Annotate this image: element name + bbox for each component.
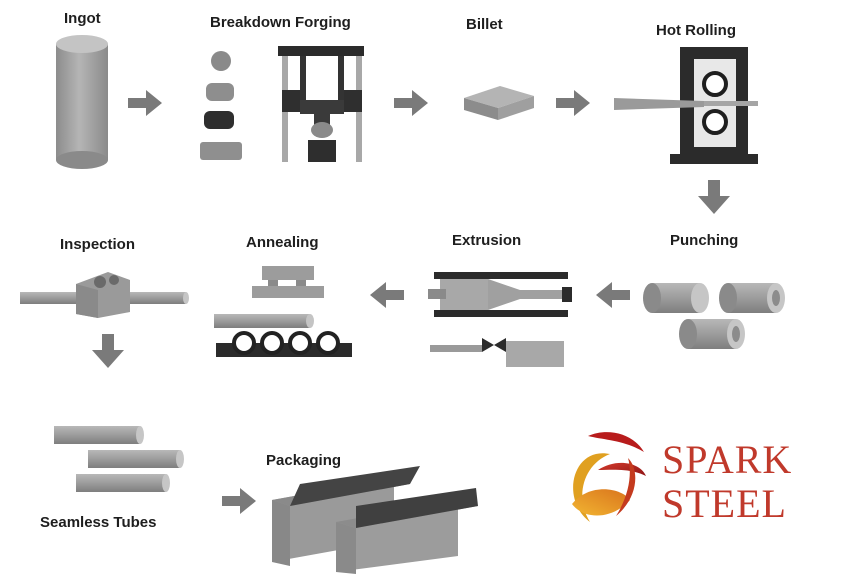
step-label-breakdown-forging: Breakdown Forging: [210, 14, 351, 31]
left-arrow-icon: [596, 282, 630, 308]
hot-rolling-illustration: [614, 47, 758, 164]
right-arrow-icon: [128, 90, 162, 116]
right-arrow-icon: [222, 488, 256, 514]
forging-illustration: [200, 46, 364, 162]
logo-text-spark: SPARK: [662, 437, 793, 482]
step-label-packaging: Packaging: [266, 452, 342, 469]
step-label-seamless-tubes: Seamless Tubes: [40, 514, 157, 531]
step-label-annealing: Annealing: [246, 234, 319, 251]
down-arrow-icon: [698, 180, 730, 214]
step-label-extrusion: Extrusion: [452, 232, 522, 249]
left-arrow-icon: [370, 282, 404, 308]
extrusion-illustration: [428, 272, 572, 367]
step-label-billet: Billet: [466, 16, 503, 33]
ingot-illustration: [56, 35, 108, 169]
spark-swirl-logo: [572, 432, 646, 522]
step-label-hot-rolling: Hot Rolling: [656, 22, 736, 39]
down-arrow-icon: [92, 334, 124, 368]
step-label-punching: Punching: [670, 232, 739, 249]
seamless-tubes-illustration: [54, 426, 184, 492]
packaging-illustration: [272, 466, 478, 574]
step-label-ingot: Ingot: [64, 10, 101, 27]
step-label-inspection: Inspection: [60, 236, 136, 253]
billet-illustration: [464, 86, 534, 120]
punching-illustration: [643, 283, 785, 349]
right-arrow-icon: [556, 90, 590, 116]
inspection-illustration: [20, 272, 189, 318]
right-arrow-icon: [394, 90, 428, 116]
logo-text-steel: STEEL: [662, 481, 787, 526]
annealing-illustration: [214, 266, 352, 357]
